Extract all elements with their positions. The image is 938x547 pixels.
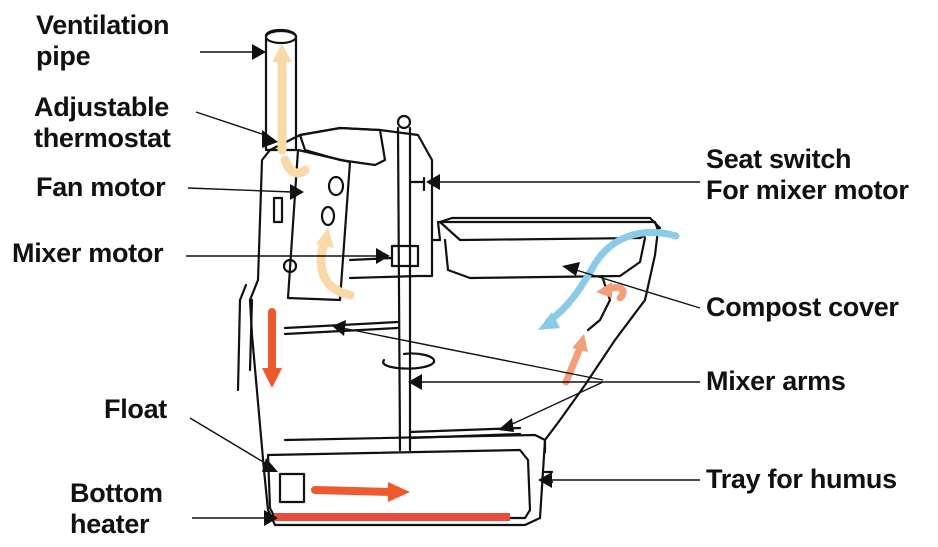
leader-mixer-arms-1 (341, 327, 604, 381)
air-flow-mixer (316, 235, 355, 300)
humus-tray (266, 448, 532, 520)
marker-mixer-arms-2 (408, 374, 422, 390)
heat-flow-arrowhead-right (388, 482, 410, 502)
leader-thermostat (195, 111, 269, 137)
marker-mixer-arms-1 (332, 320, 346, 336)
label-seat-switch-line1: Seat switch (706, 144, 852, 174)
label-mixer-motor: Mixer motor (12, 238, 164, 269)
marker-mixer-motor (376, 248, 390, 264)
label-ventilation-pipe-line1: Ventilation (36, 10, 170, 40)
toilet-seat (438, 216, 662, 242)
label-float: Float (104, 394, 167, 425)
leader-mixer-arms-3 (507, 381, 604, 427)
label-bottom-heater-line2: heater (70, 509, 150, 539)
warm-air-rise (562, 344, 584, 386)
leader-float (189, 417, 271, 467)
mixer-shaft (396, 126, 412, 452)
float-box (278, 472, 306, 504)
fan-motor-part-2 (320, 205, 336, 227)
back-flange (236, 283, 248, 392)
seat-switch (408, 176, 426, 192)
label-mixer-arms: Mixer arms (706, 366, 846, 397)
bottom-heater-bar (274, 513, 510, 521)
label-fan-motor-text: Fan motor (36, 172, 166, 202)
label-compost-cover-text: Compost cover (706, 292, 899, 322)
label-fan-motor: Fan motor (36, 172, 166, 203)
fan-motor-part (327, 175, 345, 197)
ventilation-pipe-top (264, 29, 298, 45)
rotation-arrow (382, 352, 436, 370)
cool-air-flow (544, 229, 680, 326)
air-flow-arrowhead-mixer (316, 228, 334, 248)
marker-float (262, 458, 278, 472)
mixer-motor-box (390, 244, 420, 268)
air-flow-fan (280, 155, 310, 178)
label-bottom-heater: Bottom heater (70, 478, 163, 540)
label-compost-cover: Compost cover (706, 292, 899, 323)
warm-air-arrowhead (572, 334, 588, 352)
label-adjustable-thermostat: Adjustable thermostat (34, 92, 171, 154)
label-thermostat-line2: thermostat (34, 123, 171, 153)
marker-heater (264, 510, 278, 526)
label-tray-for-humus-text: Tray for humus (706, 464, 897, 494)
label-mixer-arms-text: Mixer arms (706, 366, 846, 396)
warm-air-hook-arrowhead (596, 282, 612, 298)
top-cover (298, 126, 387, 167)
toilet-bowl (443, 236, 647, 280)
label-float-text: Float (104, 394, 167, 424)
label-mixer-motor-text: Mixer motor (12, 238, 164, 268)
marker-tray (538, 472, 552, 488)
leader-compost-cover (575, 269, 701, 309)
label-ventilation-pipe-line2: pipe (36, 41, 91, 71)
marker-fan (290, 184, 304, 200)
label-bottom-heater-line1: Bottom (70, 478, 163, 508)
heat-flow-right (311, 486, 394, 496)
compost-cover-line (586, 274, 612, 332)
control-housing (286, 148, 352, 302)
back-flange-inner (248, 298, 254, 372)
marker-thermostat (262, 130, 278, 148)
leader-fan (187, 187, 293, 193)
toilet-body-outline (248, 126, 660, 527)
air-flow-arrowhead-pipe (272, 44, 292, 62)
label-seat-switch-line2: For mixer motor (706, 175, 909, 205)
marker-compost-cover (562, 262, 580, 276)
marker-ventilation (252, 44, 266, 60)
thermostat-box (272, 196, 284, 224)
marker-seat-switch (426, 174, 440, 190)
mixer-motor-knob (282, 258, 298, 274)
label-tray-for-humus: Tray for humus (706, 464, 897, 495)
cool-air-arrowhead (538, 312, 560, 330)
label-thermostat-line1: Adjustable (34, 92, 170, 122)
heat-flow-arrowhead-down (262, 368, 282, 388)
label-ventilation-pipe: Ventilation pipe (36, 10, 170, 72)
shaft-knob (396, 114, 412, 130)
marker-mixer-arms-3 (498, 418, 514, 432)
label-seat-switch: Seat switch For mixer motor (706, 144, 909, 206)
